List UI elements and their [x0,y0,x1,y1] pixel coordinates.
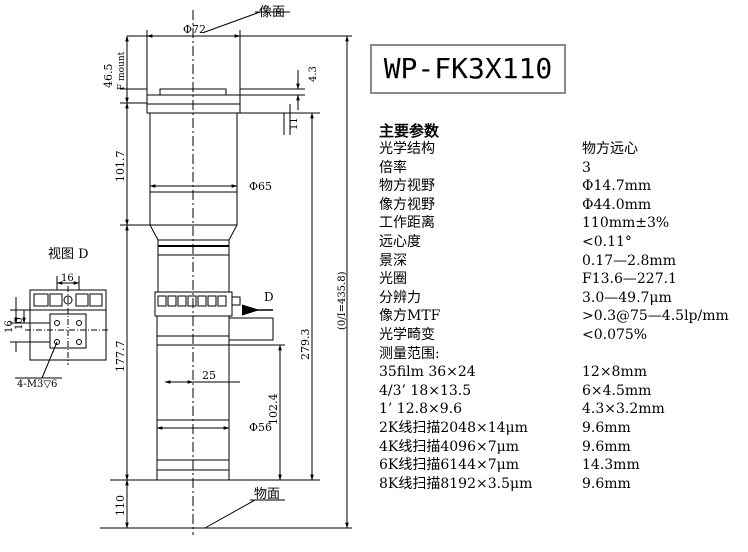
dim-279-3: 279.3 [299,329,312,361]
param-value: 9.6mm [582,438,631,455]
param-key: 工作距离 [379,215,435,232]
param-row: 光学结构 物方远心 [379,140,747,159]
dim-110: 110 [114,495,127,516]
param-value: <0.075% [582,326,648,343]
param-row: 倍率 3 [379,159,747,178]
param-row: 1’ 12.8×9.6 4.3×3.2mm [379,400,747,419]
param-value: F13.6—227.1 [582,271,677,288]
param-key: 像方MTF [379,308,441,325]
object-plane-label: 物面 [254,487,280,502]
param-key: 光圈 [379,271,407,288]
param-row: 4K线扫描4096×7μm 9.6mm [379,438,747,457]
param-key: 4K线扫描4096×7μm [379,438,520,455]
dim-lower-diameter: Φ56 [249,421,272,434]
param-key: 光学畸变 [379,326,435,343]
dim-177-7: 177.7 [114,341,127,373]
param-key: 像方视野 [379,196,435,213]
param-value: 3.0—49.7μm [582,289,672,306]
param-row: 像方MTF >0.3@75—4.5lp/mm [379,307,747,326]
param-row: 光圈 F13.6—227.1 [379,270,747,289]
dim-16-top: 16 [61,273,74,284]
model-title-box: WP-FK3X110 [370,44,566,94]
f-mount-label: F mount [117,51,127,90]
model-title: WP-FK3X110 [383,52,553,85]
param-key: 2K线扫描2048×14μm [379,419,528,436]
lock-screw [231,296,241,306]
param-row: 4/3’ 18×13.5 6×4.5mm [379,382,747,401]
dim-46-5: 46.5 [102,64,115,89]
param-key: 分辨力 [379,289,421,306]
param-row: 6K线扫描6144×7μm 14.3mm [379,456,747,475]
param-key: 1’ 12.8×9.6 [379,401,462,418]
dim-top-diameter: Φ72 [183,23,206,36]
param-key: 物方视野 [379,178,435,195]
param-key: 测量范围: [379,345,440,362]
param-value: Φ44.0mm [582,196,652,213]
params-list: 光学结构 物方远心倍率 3 物方视野 Φ14.7mm 像方视野 Φ44.0mm 工作距离 110… [379,140,747,493]
focus-ring-knurls [157,295,227,307]
param-row: 像方视野 Φ44.0mm [379,196,747,215]
param-row: 测量范围: [379,345,747,364]
param-row: 物方视野 Φ14.7mm [379,177,747,196]
param-row: 工作距离 110mm±3% [379,214,747,233]
upper-barrel [149,112,238,226]
param-row: 2K线扫描2048×14μm 9.6mm [379,419,747,438]
param-value: 14.3mm [582,457,640,474]
dim-screw: 4-M3▽6 [17,379,57,390]
param-value: >0.3@75—4.5lp/mm [582,308,729,325]
param-value: 12×8mm [582,364,648,381]
dim-flange: 4.3 [308,66,319,82]
d-arrow-label: D [264,290,274,304]
param-value: 9.6mm [582,419,631,436]
param-value: <0.11° [582,233,632,250]
param-value: 3 [582,159,591,176]
param-row: 8K线扫描8192×3.5μm 9.6mm [379,475,747,494]
param-value: 0.17—2.8mm [582,252,676,269]
param-value: 6×4.5mm [582,382,652,399]
param-row: 景深 0.17—2.8mm [379,252,747,271]
dim-25: 25 [202,369,216,382]
param-key: 远心度 [379,233,421,250]
dim-101-7: 101.7 [114,151,127,183]
side-block [228,317,274,341]
dim-10-side: 10 [14,317,25,330]
param-value: 110mm±3% [582,215,670,232]
param-row: 35film 36×24 12×8mm [379,363,747,382]
param-key: 6K线扫描6144×7μm [379,457,520,474]
image-plane-label: 像面 [259,5,285,20]
mount-top-step [159,88,227,96]
lower-barrel [156,315,230,481]
params-heading: 主要参数 [379,122,440,140]
param-key: 4/3’ 18×13.5 [379,382,472,399]
dim-small: 11 [289,117,300,130]
param-key: 倍率 [379,159,407,176]
param-key: 光学结构 [379,141,435,157]
view-d-label: 视图 D [48,247,89,262]
param-row: 远心度 <0.11° [379,233,747,252]
dim-102-4: 102.4 [267,394,280,426]
param-key: 8K线扫描8192×3.5μm [379,475,533,492]
param-key: 景深 [379,252,407,269]
param-key: 35film 36×24 [379,364,476,381]
param-row: 光学畸变 <0.075% [379,326,747,345]
dim-mount-diameter: Φ65 [249,180,272,193]
param-value: 9.6mm [582,475,631,492]
dim-total: (0/I=435.8) [337,271,348,330]
param-value: 物方远心 [582,141,638,157]
view-d-drawing [10,276,110,379]
param-value: Φ14.7mm [582,178,652,195]
param-value: 4.3×3.2mm [582,401,665,418]
dim-16-side: 16 [4,320,15,333]
param-row: 分辨力 3.0—49.7μm [379,289,747,308]
